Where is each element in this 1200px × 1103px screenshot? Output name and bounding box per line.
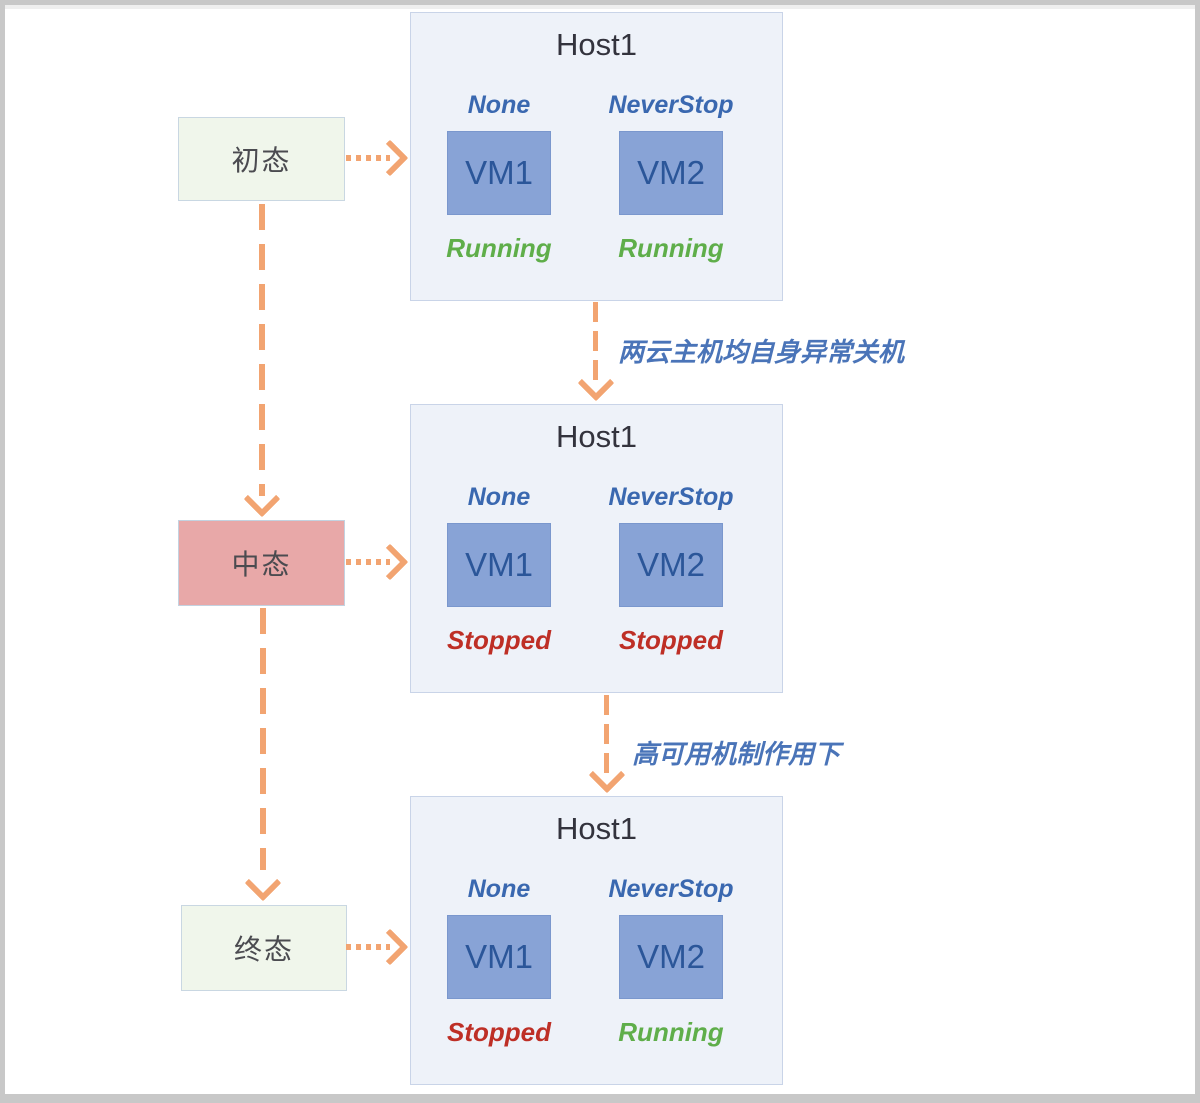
- transition-label-ha-mechanism: 高可用机制作用下: [632, 739, 841, 769]
- vm-box: VM2: [619, 131, 723, 215]
- vm-name: VM2: [637, 938, 705, 975]
- vm-status-label: Running: [618, 233, 724, 263]
- vm-box: VM2: [619, 523, 723, 607]
- vm-status-label: Running: [618, 1017, 724, 1047]
- state-box-initial: 初态: [178, 117, 345, 201]
- host-panel-initial: Host1 None VM1 Running NeverStop VM2 Run…: [410, 12, 783, 301]
- host-panel-middle: Host1 None VM1 Stopped NeverStop VM2 Sto…: [410, 404, 783, 693]
- vm-policy-label: None: [467, 875, 531, 903]
- vm-box: VM2: [619, 915, 723, 999]
- vm-name: VM1: [465, 154, 533, 191]
- vm-policy-label: None: [467, 91, 531, 119]
- vm-name: VM1: [465, 546, 533, 583]
- state-box-final: 终态: [181, 905, 347, 991]
- dotted-arrow-initial-to-host: [346, 155, 390, 161]
- screenshot-frame-inner: [5, 5, 1195, 9]
- vm-column: None VM1 Stopped: [419, 873, 579, 1048]
- vm-column: None VM1 Stopped: [419, 481, 579, 656]
- state-box-middle: 中态: [178, 520, 345, 606]
- vm-status-label: Stopped: [619, 625, 723, 655]
- vm-name: VM1: [465, 938, 533, 975]
- transition-label-abnormal-shutdown: 两云主机均自身异常关机: [618, 337, 905, 367]
- vm-box: VM1: [447, 915, 551, 999]
- arrowhead-down-icon: [577, 364, 615, 402]
- vm-column: None VM1 Running: [419, 89, 579, 264]
- dashed-arrow-initial-to-middle: [259, 204, 265, 496]
- vm-status-label: Running: [446, 233, 552, 263]
- vm-box: VM1: [447, 523, 551, 607]
- state-label-initial: 初态: [231, 145, 292, 176]
- dotted-arrow-final-to-host: [346, 944, 390, 950]
- vm-box: VM1: [447, 131, 551, 215]
- arrowhead-down-icon: [243, 480, 281, 518]
- dashed-arrow-middle-to-final: [260, 608, 266, 870]
- arrowhead-right-icon: [371, 139, 409, 177]
- arrow-host2-to-host3: [604, 695, 609, 777]
- vm-name: VM2: [637, 546, 705, 583]
- state-label-middle: 中态: [231, 549, 292, 580]
- host-title: Host1: [556, 419, 637, 454]
- vm-policy-label: NeverStop: [608, 91, 734, 119]
- vm-status-label: Stopped: [447, 1017, 551, 1047]
- arrowhead-down-icon: [588, 756, 626, 794]
- host-title: Host1: [556, 811, 637, 846]
- vm-column: NeverStop VM2 Stopped: [591, 481, 751, 656]
- vm-policy-label: NeverStop: [608, 875, 734, 903]
- vm-column: NeverStop VM2 Running: [591, 89, 751, 264]
- host-panel-final: Host1 None VM1 Stopped NeverStop VM2 Run…: [410, 796, 783, 1085]
- host-title: Host1: [556, 27, 637, 62]
- arrowhead-right-icon: [371, 928, 409, 966]
- arrowhead-right-icon: [371, 543, 409, 581]
- arrow-host1-to-host2: [593, 302, 598, 384]
- vm-name: VM2: [637, 154, 705, 191]
- vm-policy-label: NeverStop: [608, 483, 734, 511]
- vm-status-label: Stopped: [447, 625, 551, 655]
- arrowhead-down-icon: [244, 864, 282, 902]
- dotted-arrow-middle-to-host: [346, 559, 390, 565]
- state-label-final: 终态: [233, 934, 294, 965]
- vm-column: NeverStop VM2 Running: [591, 873, 751, 1048]
- vm-policy-label: None: [467, 483, 531, 511]
